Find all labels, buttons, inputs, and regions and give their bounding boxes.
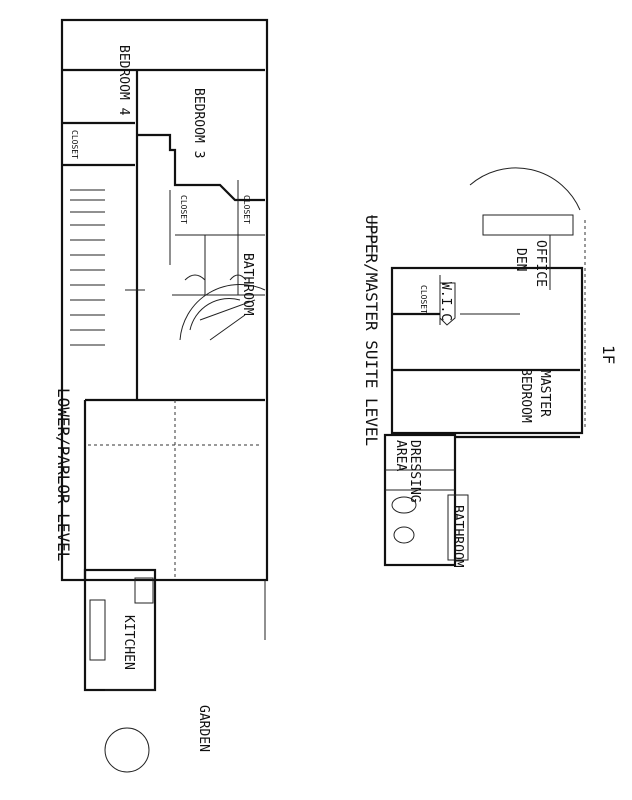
room-label-bathroom: BATHROOM — [450, 505, 465, 568]
room-label-office: OFFICE — [533, 240, 548, 287]
spiral-stair-icon — [104, 727, 150, 773]
floor-marker: 1F — [599, 345, 618, 364]
level-title-upper: UPPER/MASTER SUITE LEVEL — [362, 215, 381, 446]
room-label-kitchen: KITCHEN — [121, 615, 136, 670]
room-label-garden: GARDEN — [196, 705, 211, 752]
room-label-bedroom-4: BEDROOM 4 — [116, 45, 131, 116]
room-label-closet: CLOSET — [179, 195, 188, 224]
room-label-closet: CLOSET — [70, 130, 79, 159]
room-label-bedroom-3: BEDROOM 3 — [191, 88, 206, 158]
level-title-lower: LOWER/PARLOR LEVEL — [54, 388, 73, 561]
room-label-den: DEN — [513, 248, 528, 271]
room-label-closet: CLOSET — [419, 285, 428, 314]
room-label-bedroom: BEDROOM — [518, 368, 533, 423]
room-label-closet: CLOSET — [242, 195, 251, 224]
room-label-master: MASTER — [537, 370, 552, 417]
lower-level-plan — [60, 18, 269, 773]
stairs-icon — [70, 189, 105, 346]
upper-level-plan — [371, 167, 586, 567]
room-label-wic: W.I.C — [438, 282, 453, 321]
room-label-dressing: DRESSING — [407, 440, 422, 503]
room-label-area: AREA — [393, 440, 408, 471]
room-label-bathroom: BATHROOM — [240, 253, 255, 316]
